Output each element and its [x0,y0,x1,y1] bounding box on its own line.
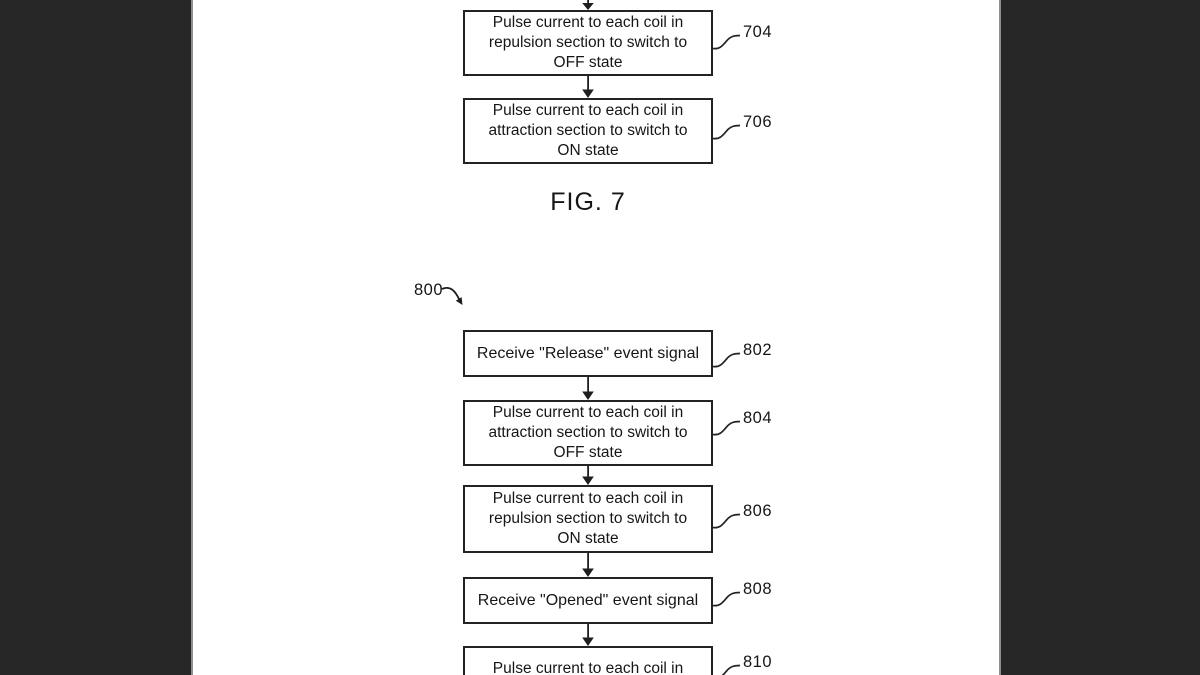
down-arrow-icon [582,377,594,400]
flow-box-808: Receive "Opened" event signal [463,577,713,624]
leader-line [713,513,741,529]
figure-caption: FIG. 7 [550,188,626,216]
ref-label-806: 806 [743,502,773,520]
leader-line [713,124,741,140]
leader-line [713,352,741,368]
ref-label-706: 706 [743,113,773,131]
ref-label-808: 808 [743,580,773,598]
leader-line [713,420,741,436]
ref-label-704: 704 [743,23,773,41]
flow-box-810: Pulse current to each coil in repulsion … [463,646,713,675]
flow-box-806: Pulse current to each coil in repulsion … [463,485,713,553]
flow-box-802: Receive "Release" event signal [463,330,713,377]
down-arrow-icon [582,466,594,485]
leader-line [713,34,741,50]
leader-line [721,664,741,675]
down-arrow-icon [582,76,594,98]
down-arrow-icon [582,553,594,577]
down-arrow-icon [582,624,594,646]
flow-box-804: Pulse current to each coil in attraction… [463,400,713,466]
patent-page: Pulse current to each coil in repulsion … [191,0,1001,675]
flow-ref-label-800: 800 [414,281,444,299]
curved-arrow-icon [441,286,463,305]
leader-line [713,591,741,607]
ref-label-804: 804 [743,409,773,427]
ref-label-802: 802 [743,341,773,359]
flow-box-704: Pulse current to each coil in repulsion … [463,10,713,76]
down-arrow-icon [582,0,594,10]
flow-box-706: Pulse current to each coil in attraction… [463,98,713,164]
ref-label-810: 810 [743,653,773,671]
